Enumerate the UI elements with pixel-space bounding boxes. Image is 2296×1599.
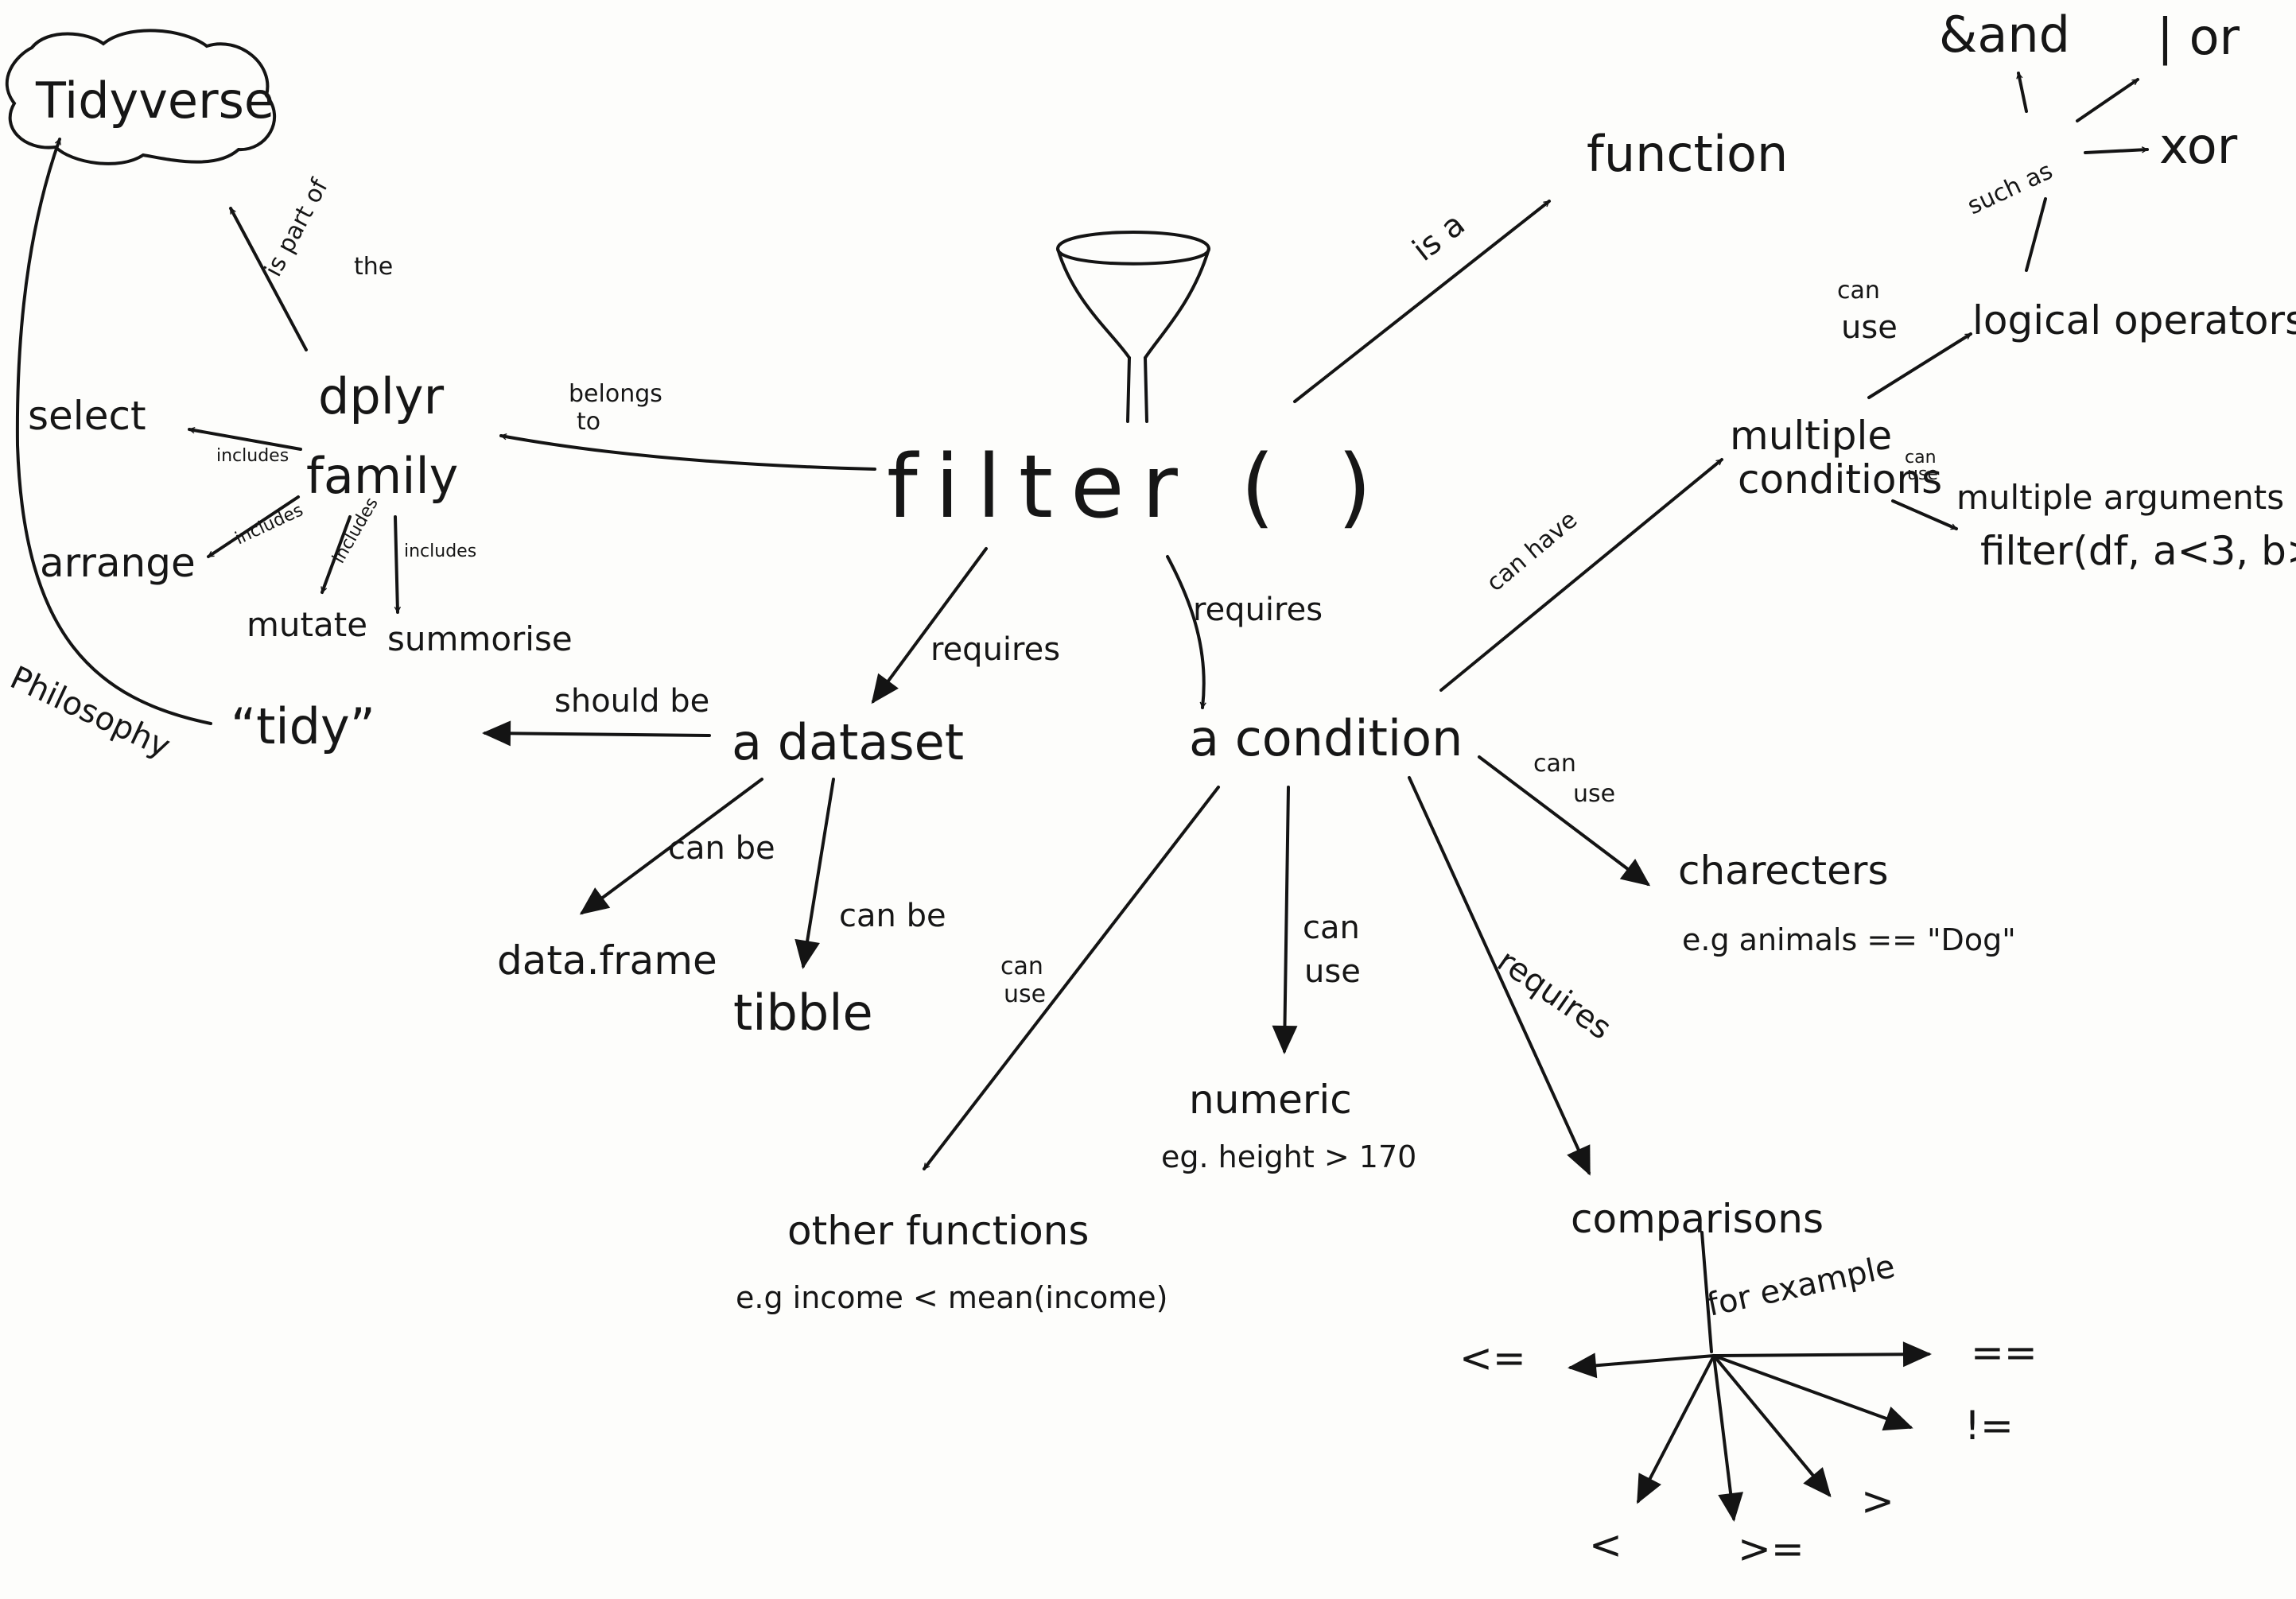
dataset-node: a dataset bbox=[732, 713, 964, 771]
center-node: filter ( ) bbox=[887, 436, 1389, 538]
label-can-use-numeric-2: use bbox=[1304, 953, 1361, 990]
characters-node: charecters bbox=[1678, 848, 1889, 894]
edge-such-as-or bbox=[2076, 78, 2139, 122]
label-can-use-other-2: use bbox=[1004, 980, 1046, 1008]
label-belongs: belongs bbox=[569, 380, 662, 408]
multiple-node-line2: conditions bbox=[1738, 456, 1942, 503]
label-should-be: should be bbox=[554, 683, 709, 720]
multiple-arguments-node: multiple arguments bbox=[1956, 478, 2284, 517]
edge-belongs-to bbox=[499, 436, 876, 471]
label-can-use-multi-2: use bbox=[1907, 464, 1938, 484]
tidy-node: “tidy” bbox=[231, 697, 375, 755]
label-can-use-numeric-1: can bbox=[1303, 910, 1360, 946]
tibble-node: tibble bbox=[733, 984, 873, 1042]
and-node: &and bbox=[1939, 6, 2070, 64]
label-can-have: can have bbox=[1482, 506, 1583, 597]
edge-for-example bbox=[1700, 1231, 1713, 1353]
edge-op-le bbox=[1568, 1353, 1715, 1379]
label-requires-condition: requires bbox=[1193, 592, 1323, 628]
edge-includes-select bbox=[188, 429, 302, 451]
label-requires-dataset: requires bbox=[930, 631, 1060, 668]
op-le-node: <= bbox=[1459, 1335, 1526, 1381]
mutate-node: mutate bbox=[247, 605, 367, 644]
label-includes-arrange: includes bbox=[232, 500, 306, 549]
edge-can-use-logical bbox=[1867, 332, 1972, 399]
label-can-use-characters-1: can bbox=[1533, 750, 1576, 778]
numeric-node: numeric bbox=[1189, 1077, 1352, 1123]
summarise-node: summorise bbox=[387, 619, 573, 658]
label-can-be-tibble: can be bbox=[839, 898, 946, 934]
dataframe-node: data.frame bbox=[497, 937, 717, 984]
function-node: function bbox=[1587, 125, 1788, 183]
edge-op-ge bbox=[1712, 1354, 1744, 1522]
edge-can-be-dataframe bbox=[579, 778, 763, 915]
edge-includes-arrange bbox=[207, 495, 300, 558]
label-can-be-dataframe: can be bbox=[668, 830, 775, 867]
logical-operators-node: logical operators bbox=[1972, 297, 2296, 343]
select-node: select bbox=[28, 393, 146, 439]
edge-philosophy bbox=[15, 138, 212, 725]
edge-requires-dataset bbox=[871, 547, 988, 704]
funnel-icon bbox=[1055, 231, 1211, 423]
comparisons-node: comparisons bbox=[1571, 1196, 1824, 1242]
label-can-use-multi-1: can bbox=[1905, 448, 1937, 468]
condition-node: a condition bbox=[1189, 709, 1463, 767]
other-functions-node: other functions bbox=[787, 1208, 1089, 1254]
edge-op-eq bbox=[1712, 1341, 1932, 1368]
edge-can-use-numeric bbox=[1272, 786, 1298, 1054]
edge-includes-mutate bbox=[321, 515, 352, 594]
edge-such-as-stem bbox=[2025, 197, 2047, 272]
label-can-use-characters-2: use bbox=[1573, 780, 1615, 808]
edge-includes-summarise bbox=[394, 515, 398, 614]
edge-can-use-multi-args bbox=[1891, 499, 1958, 530]
edge-requires-condition bbox=[1166, 555, 1204, 709]
arrange-node: arrange bbox=[40, 540, 196, 586]
op-lt-node: < bbox=[1589, 1522, 1622, 1568]
label-can-use-other-1: can bbox=[1000, 953, 1043, 980]
multiple-node-line1: multiple bbox=[1730, 413, 1892, 459]
label-includes-summarise: includes bbox=[404, 541, 476, 561]
label-can-use-logical-1: can bbox=[1837, 277, 1880, 305]
label-philosophy: Philosophy bbox=[5, 659, 176, 765]
edge-such-as-xor bbox=[2084, 149, 2149, 154]
edge-can-use-characters bbox=[1478, 755, 1651, 887]
other-functions-example: e.g income < mean(income) bbox=[736, 1280, 1167, 1315]
multiple-arguments-example: filter(df, a<3, b>5) bbox=[1980, 528, 2296, 574]
label-is-a: is a bbox=[1406, 206, 1472, 269]
label-includes-mutate: includes bbox=[329, 495, 383, 567]
characters-example: e.g animals == "Dog" bbox=[1682, 922, 2016, 957]
edge-op-ne bbox=[1712, 1354, 1913, 1431]
edge-should-be bbox=[482, 720, 711, 747]
xor-node: xor bbox=[2159, 117, 2238, 175]
label-is-part-of: is part of bbox=[259, 173, 334, 281]
edge-can-be-tibble bbox=[794, 778, 835, 969]
op-ne-node: != bbox=[1964, 1403, 2014, 1449]
edge-can-use-other bbox=[923, 786, 1220, 1170]
tidyverse-cloud bbox=[5, 29, 276, 165]
edge-such-as-and bbox=[2018, 72, 2028, 113]
tidyverse-node: Tidyverse bbox=[35, 72, 274, 130]
op-gt-node: > bbox=[1861, 1478, 1894, 1524]
or-node: | or bbox=[2157, 8, 2240, 67]
edge-op-gt bbox=[1712, 1354, 1832, 1498]
label-the: the bbox=[354, 253, 393, 281]
edge-requires-comparisons bbox=[1408, 776, 1591, 1176]
op-eq-node: == bbox=[1971, 1329, 2038, 1376]
edge-is-a bbox=[1293, 200, 1551, 403]
edge-is-part-of bbox=[229, 207, 308, 351]
edge-op-lt bbox=[1637, 1354, 1715, 1504]
family-node: family bbox=[306, 447, 458, 505]
label-includes-select: includes bbox=[216, 446, 289, 466]
numeric-example: eg. height > 170 bbox=[1161, 1139, 1416, 1174]
dplyr-node: dplyr bbox=[318, 367, 445, 425]
op-ge-node: >= bbox=[1738, 1526, 1805, 1572]
label-to: to bbox=[577, 408, 600, 436]
label-for-example: for example bbox=[1704, 1248, 1898, 1324]
label-can-use-logical-2: use bbox=[1841, 309, 1898, 346]
edge-can-have bbox=[1439, 458, 1723, 692]
